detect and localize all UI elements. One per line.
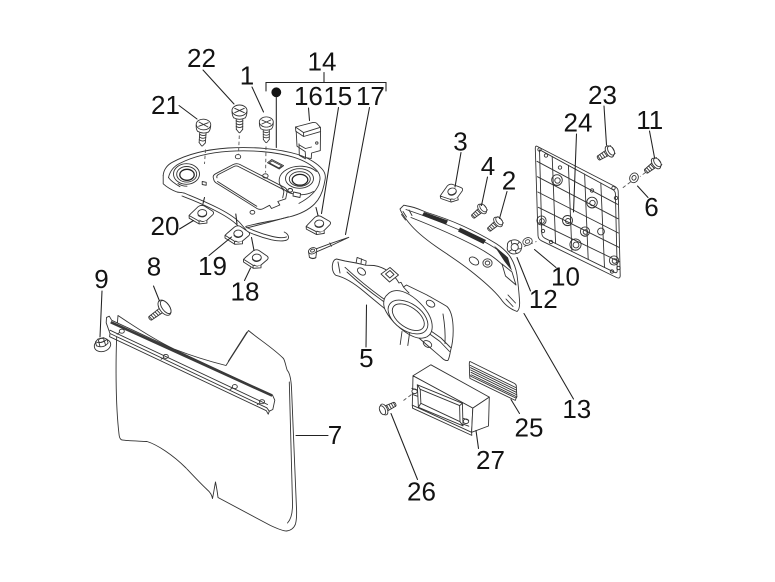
svg-text:21: 21	[151, 90, 180, 120]
svg-text:25: 25	[515, 413, 544, 443]
svg-text:24: 24	[564, 108, 593, 138]
svg-text:11: 11	[636, 105, 663, 135]
svg-text:6: 6	[644, 192, 658, 222]
svg-text:15: 15	[323, 81, 352, 111]
svg-text:13: 13	[562, 394, 591, 424]
svg-text:20: 20	[151, 211, 180, 241]
svg-text:8: 8	[147, 252, 161, 282]
svg-text:16: 16	[294, 81, 323, 111]
svg-text:26: 26	[407, 477, 436, 507]
svg-text:1: 1	[240, 61, 254, 91]
svg-text:22: 22	[187, 43, 216, 73]
svg-text:2: 2	[502, 166, 516, 196]
svg-text:23: 23	[588, 80, 617, 110]
svg-text:7: 7	[328, 420, 342, 450]
svg-text:12: 12	[529, 284, 558, 314]
svg-text:4: 4	[481, 151, 495, 181]
svg-text:5: 5	[359, 343, 373, 373]
svg-text:10: 10	[551, 262, 580, 292]
svg-text:18: 18	[231, 277, 260, 307]
svg-text:27: 27	[476, 445, 505, 475]
svg-text:9: 9	[94, 264, 108, 294]
svg-text:3: 3	[453, 127, 467, 157]
svg-text:19: 19	[198, 251, 227, 281]
svg-text:17: 17	[356, 81, 385, 111]
svg-text:14: 14	[308, 47, 337, 77]
